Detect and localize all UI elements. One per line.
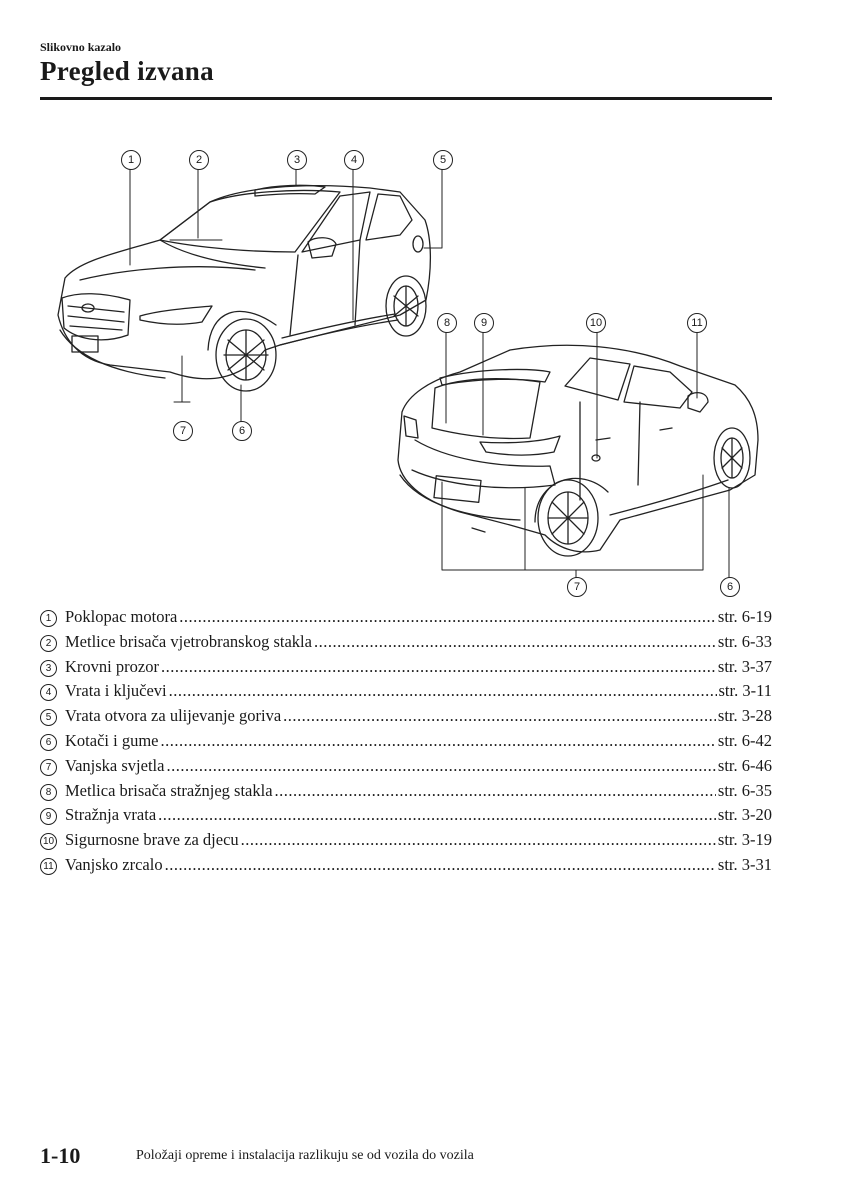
item-number-circle: 8: [40, 783, 57, 801]
callout-2: 2: [189, 150, 209, 170]
dot-leader: [166, 756, 715, 776]
item-label: Vanjska svjetla: [65, 755, 165, 775]
callout-1: 1: [121, 150, 141, 170]
item-number-circle: 1: [40, 610, 57, 627]
page-reference: str. 6-46: [717, 755, 772, 775]
page-number: 1-10: [40, 1143, 81, 1168]
item-number-circle: 11: [40, 857, 57, 875]
callout-7-front: 7: [173, 421, 193, 441]
front-car-drawing: [57, 184, 432, 392]
item-number-circle: 6: [40, 733, 57, 751]
callout-3: 3: [287, 150, 307, 170]
item-label: Kotači i gume: [65, 730, 159, 750]
page-reference: str. 3-31: [717, 854, 772, 874]
list-item: 7 Vanjska svjetla str. 6-46: [40, 756, 772, 781]
item-number-circle: 7: [40, 758, 57, 776]
list-item: 1 Poklopac motora str. 6-19: [40, 607, 772, 632]
callout-leaders: [129, 167, 730, 579]
item-label: Stražnja vrata: [65, 805, 157, 825]
list-item: 3 Krovni prozor str. 3-37: [40, 657, 772, 682]
item-label: Metlica brisača stražnjeg stakla: [65, 780, 273, 800]
item-number-circle: 3: [40, 659, 57, 677]
callout-9: 9: [474, 313, 494, 333]
dot-leader: [160, 731, 715, 751]
callout-4: 4: [344, 150, 364, 170]
vehicle-exterior-illustration: 1 2 3 4 5 7 6 8 9 10 11 7 6: [40, 140, 780, 600]
item-number-circle: 2: [40, 634, 57, 652]
car-drawings: [57, 167, 759, 579]
page-reference: str. 3-28: [717, 706, 772, 726]
title-rule: [40, 97, 772, 100]
item-label: Poklopac motora: [65, 607, 178, 626]
callout-11: 11: [687, 313, 707, 333]
item-label: Vanjsko zrcalo: [65, 854, 163, 874]
page-reference: str. 6-33: [717, 631, 772, 651]
callout-10: 10: [586, 313, 606, 333]
page-reference: str. 3-37: [717, 656, 772, 676]
page-reference: str. 6-19: [717, 607, 772, 626]
parts-index-list: 1 Poklopac motora str. 6-19 2 Metlice br…: [40, 607, 772, 880]
item-label: Krovni prozor: [65, 656, 159, 676]
section-label: Slikovno kazalo: [40, 40, 122, 54]
page-title: Pregled izvana: [40, 56, 214, 86]
item-number-circle: 5: [40, 709, 57, 727]
list-item: 8 Metlica brisača stražnjeg stakla str. …: [40, 781, 772, 806]
callout-5: 5: [433, 150, 453, 170]
list-item: 4 Vrata i ključevi str. 3-11: [40, 681, 772, 706]
dot-leader: [158, 805, 716, 825]
list-item: 2 Metlice brisača vjetrobranskog stakla …: [40, 632, 772, 657]
rear-car-drawing: [397, 344, 759, 557]
item-number-circle: 10: [40, 833, 57, 851]
item-label: Metlice brisača vjetrobranskog stakla: [65, 631, 312, 651]
dot-leader: [241, 830, 716, 850]
list-item: 11 Vanjsko zrcalo str. 3-31: [40, 855, 772, 880]
callout-7-rear: 7: [567, 577, 587, 597]
item-number-circle: 4: [40, 684, 57, 702]
page-reference: str. 3-11: [718, 681, 772, 701]
page-reference: str. 3-19: [717, 830, 772, 850]
dot-leader: [161, 657, 716, 677]
footer-note: Položaji opreme i instalacija razlikuju …: [136, 1148, 474, 1163]
item-label: Vrata otvora za ulijevanje goriva: [65, 706, 282, 726]
item-label: Sigurnosne brave za djecu: [65, 830, 239, 850]
list-item: 9 Stražnja vrata str. 3-20: [40, 805, 772, 830]
callout-6-front: 6: [232, 421, 252, 441]
callout-8: 8: [437, 313, 457, 333]
callout-6-rear: 6: [720, 577, 740, 597]
dot-leader: [283, 706, 716, 726]
dot-leader: [314, 632, 716, 652]
page-reference: str. 6-35: [717, 780, 772, 800]
dot-leader: [275, 781, 716, 801]
dot-leader: [165, 855, 716, 875]
list-item: 5 Vrata otvora za ulijevanje goriva str.…: [40, 706, 772, 731]
dot-leader: [169, 681, 717, 701]
list-item: 6 Kotači i gume str. 6-42: [40, 731, 772, 756]
page-reference: str. 6-42: [717, 730, 772, 750]
dot-leader: [179, 607, 716, 627]
item-number-circle: 9: [40, 808, 57, 826]
list-item: 10 Sigurnosne brave za djecu str. 3-19: [40, 830, 772, 855]
item-label: Vrata i ključevi: [65, 681, 167, 701]
page-reference: str. 3-20: [717, 805, 772, 825]
